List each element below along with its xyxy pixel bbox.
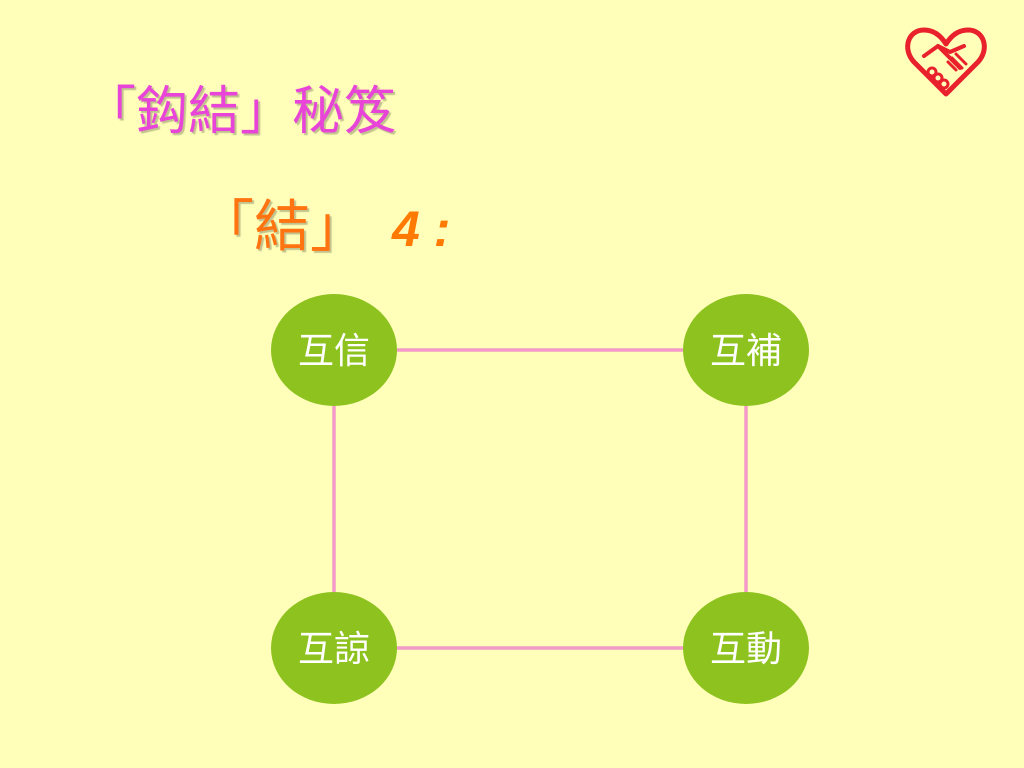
node-interact: 互動 [683, 592, 809, 704]
node-complement: 互補 [683, 294, 809, 406]
node-trust: 互信 [271, 294, 397, 406]
subtitle-number: 4 : [392, 201, 451, 257]
subtitle-keyword: 「結」 [198, 195, 366, 260]
node-circle [271, 592, 397, 704]
node-label: 互動 [710, 629, 782, 670]
node-label: 互信 [298, 331, 370, 372]
diagram-edges [332, 348, 748, 650]
slide-subtitle: 「結」 4 : [198, 190, 450, 267]
node-circle [271, 294, 397, 406]
node-circle [683, 294, 809, 406]
heart-handshake-icon [905, 27, 987, 97]
node-forgive: 互諒 [271, 592, 397, 704]
node-circle [683, 592, 809, 704]
node-label: 互諒 [298, 629, 370, 670]
node-label: 互補 [710, 331, 782, 372]
slide-title: 「鈎結」秘笈 [84, 82, 397, 142]
